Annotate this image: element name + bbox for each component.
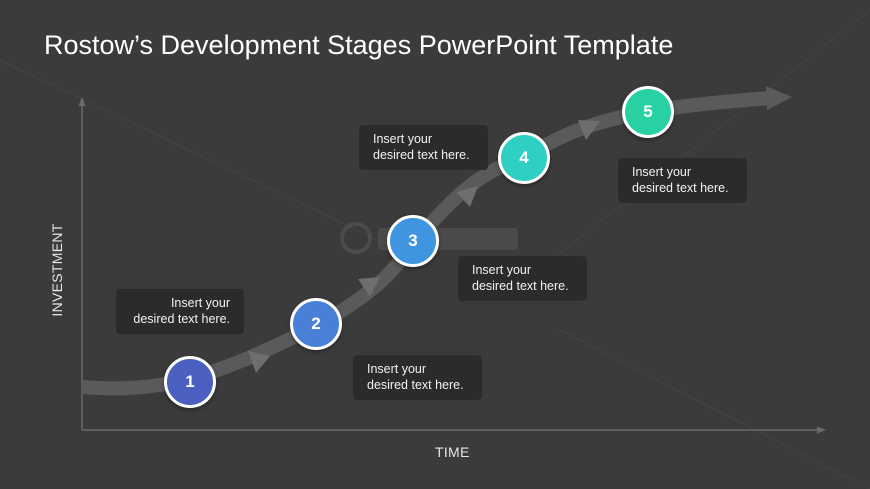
stage-4-text-line2: desired text here.	[373, 148, 470, 162]
stage-1-text-line1: Insert your	[170, 296, 230, 310]
stage-4-circle: 4	[498, 132, 550, 184]
stage-5-text-box: Insert your desired text here.	[618, 158, 747, 203]
stage-1-text-box: Insert your desired text here.	[116, 289, 244, 334]
decor-line	[559, 329, 870, 489]
y-axis-arrowhead	[78, 97, 86, 106]
y-axis-label: INVESTMENT	[49, 223, 65, 317]
stage-5-text-line2: desired text here.	[632, 181, 729, 195]
x-axis-arrowhead	[817, 426, 826, 434]
curve-chevron	[578, 120, 600, 140]
stage-4-text-box: Insert your desired text here.	[359, 125, 488, 170]
slide-title: Rostow’s Development Stages PowerPoint T…	[44, 30, 674, 60]
curve-chevron	[248, 351, 270, 373]
stage-3-text-line2: desired text here.	[472, 279, 569, 293]
stage-5-text-line1: Insert your	[632, 165, 692, 179]
stage-3-text-line1: Insert your	[472, 263, 532, 277]
stage-3-circle: 3	[387, 215, 439, 267]
curve-arrowhead	[766, 86, 792, 110]
stage-3-text-box: Insert your desired text here.	[458, 256, 587, 301]
stage-2-text-line1: Insert your	[367, 362, 427, 376]
curve-chevron	[456, 186, 478, 207]
stage-1-circle: 1	[164, 356, 216, 408]
stage-5-circle: 5	[622, 86, 674, 138]
stage-1-text-line2: desired text here.	[133, 312, 230, 326]
decor-line	[0, 59, 421, 261]
curve-chevron	[358, 277, 380, 297]
decor-line	[499, 9, 870, 301]
stage-2-text-line2: desired text here.	[367, 378, 464, 392]
stage-2-text-box: Insert your desired text here.	[353, 355, 482, 400]
x-axis-label: TIME	[435, 444, 470, 460]
stage-4-text-line1: Insert your	[373, 132, 433, 146]
stage-2-circle: 2	[290, 298, 342, 350]
